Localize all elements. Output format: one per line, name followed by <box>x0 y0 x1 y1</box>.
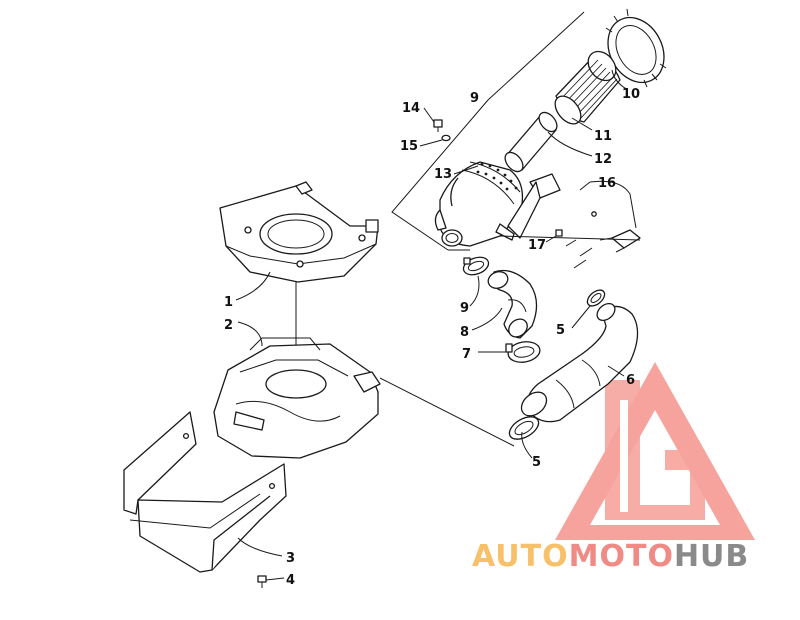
part-11-air-filter <box>554 50 621 125</box>
part-7-clamp <box>505 341 541 363</box>
part-1-air-box-lid <box>219 181 379 346</box>
callout-6: 6 <box>626 373 635 388</box>
watermark-g-cut <box>620 400 628 512</box>
callout-9-assembly: 9 <box>470 91 479 106</box>
callout-1: 1 <box>224 295 233 310</box>
callout-16: 16 <box>598 176 616 191</box>
part-5-lower-clamp <box>508 416 540 440</box>
callout-3: 3 <box>286 551 295 566</box>
callout-17: 17 <box>528 238 546 253</box>
part-3-heat-shield <box>123 411 287 573</box>
callout-10: 10 <box>622 87 640 102</box>
callout-14: 14 <box>402 101 420 116</box>
watermark-g-shape <box>605 380 705 520</box>
callout-5-lower: 5 <box>532 455 541 470</box>
part-14-15-screw-washer <box>433 119 451 142</box>
watermark-part-hub: HUB <box>674 539 749 574</box>
part-13-air-box-housing <box>434 161 524 247</box>
part-2-air-box-base <box>213 337 381 459</box>
part-9-clamp <box>462 256 490 276</box>
callout-labels: 14 15 9 10 11 12 13 16 17 1 2 9 8 5 7 6 … <box>224 87 640 588</box>
callout-15: 15 <box>400 139 418 154</box>
watermark-part-auto: AUTO <box>472 539 569 574</box>
part-6-long-hose <box>520 302 639 423</box>
part-17-fasteners <box>555 229 593 269</box>
callout-4: 4 <box>286 573 295 588</box>
part-12-tube <box>504 111 558 173</box>
callout-9-clamp: 9 <box>460 301 469 316</box>
callout-11: 11 <box>594 129 612 144</box>
callout-8: 8 <box>460 325 469 340</box>
watermark-part-moto: MOTO <box>569 539 674 574</box>
watermark-logo-mark <box>555 362 755 540</box>
assembly-9-outline <box>391 11 641 251</box>
callout-12: 12 <box>594 152 612 167</box>
leader-lines <box>235 69 637 581</box>
callout-2: 2 <box>224 318 233 333</box>
callout-5-upper: 5 <box>556 323 565 338</box>
part-4-screw <box>257 575 267 588</box>
part-16-bracket <box>507 173 641 253</box>
part-5-upper-clamp <box>586 289 606 307</box>
part-8-elbow-hose <box>487 269 538 339</box>
watermark-text: AUTOMOTOHUB <box>472 539 749 574</box>
callout-13: 13 <box>434 167 452 182</box>
callout-7: 7 <box>462 347 471 362</box>
